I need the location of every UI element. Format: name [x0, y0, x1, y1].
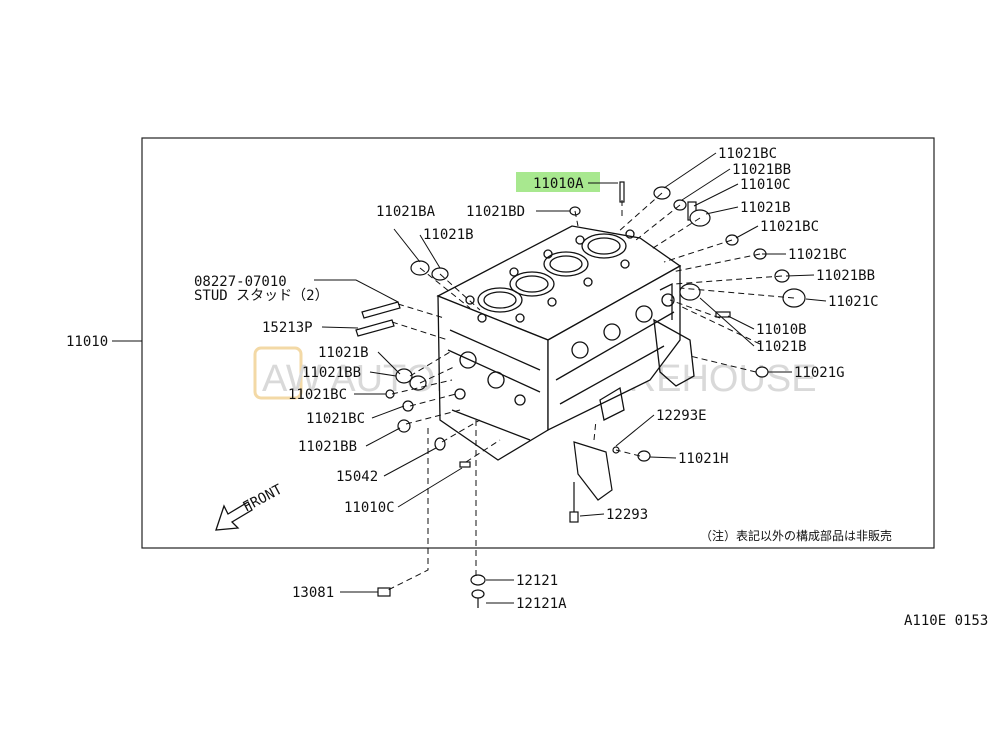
label-11021bb-l2: 11021BB [302, 365, 361, 381]
diagram-frame [141, 137, 935, 549]
dashed-leaders [387, 192, 795, 591]
label-11010c-bottom: 11010C [344, 500, 395, 516]
label-13081: 13081 [292, 585, 334, 601]
label-11021h: 11021H [678, 451, 729, 467]
label-11021bd: 11021BD [466, 204, 525, 220]
label-12293: 12293 [606, 507, 648, 523]
label-11021bc-l4: 11021BC [306, 411, 365, 427]
label-11021bc-top: 11021BC [718, 146, 777, 162]
note-text: （注）表記以外の構成部品は非販売 [700, 528, 892, 543]
label-11021bc-r3: 11021BC [788, 247, 847, 263]
highlight-box [516, 172, 600, 192]
label-11021b-left-top: 11021B [423, 227, 474, 243]
label-11021g: 11021G [794, 365, 845, 381]
label-11010: 11010 [66, 334, 108, 350]
label-12121a: 12121A [516, 596, 567, 612]
label-15213p: 15213P [262, 320, 313, 336]
label-11021c-r5: 11021C [828, 294, 879, 310]
label-08227-07010: 08227-07010 [194, 274, 287, 290]
solid-leaders [112, 152, 827, 604]
label-11010a: 11010A [533, 176, 584, 192]
front-label: FRONT [240, 481, 285, 515]
label-11021bb-r4: 11021BB [816, 268, 875, 284]
label-11021ba: 11021BA [376, 204, 436, 220]
label-11021b-l1: 11021B [318, 345, 369, 361]
label-12121: 12121 [516, 573, 558, 589]
label-11010c-top: 11010C [740, 177, 791, 193]
front-arrow-icon [215, 501, 253, 531]
part-labels: 11010 11010A 11021BC 11021BB 11010C 1102… [66, 146, 879, 612]
label-11021b-r7: 11021B [756, 339, 807, 355]
label-stud-desc: STUD スタッド（2） [194, 288, 329, 304]
label-11021b-r1: 11021B [740, 200, 791, 216]
label-11021bb-top: 11021BB [732, 162, 791, 178]
engine-block-icon [436, 225, 695, 461]
diagram-code: A110E 0153 [904, 613, 988, 629]
label-12293e: 12293E [656, 408, 707, 424]
label-11021bc-l3: 11021BC [288, 387, 347, 403]
label-11010b-r6: 11010B [756, 322, 807, 338]
label-11021bc-r2: 11021BC [760, 219, 819, 235]
part-shapes [355, 181, 806, 608]
label-11021bb-l5: 11021BB [298, 439, 357, 455]
label-15042: 15042 [336, 469, 378, 485]
